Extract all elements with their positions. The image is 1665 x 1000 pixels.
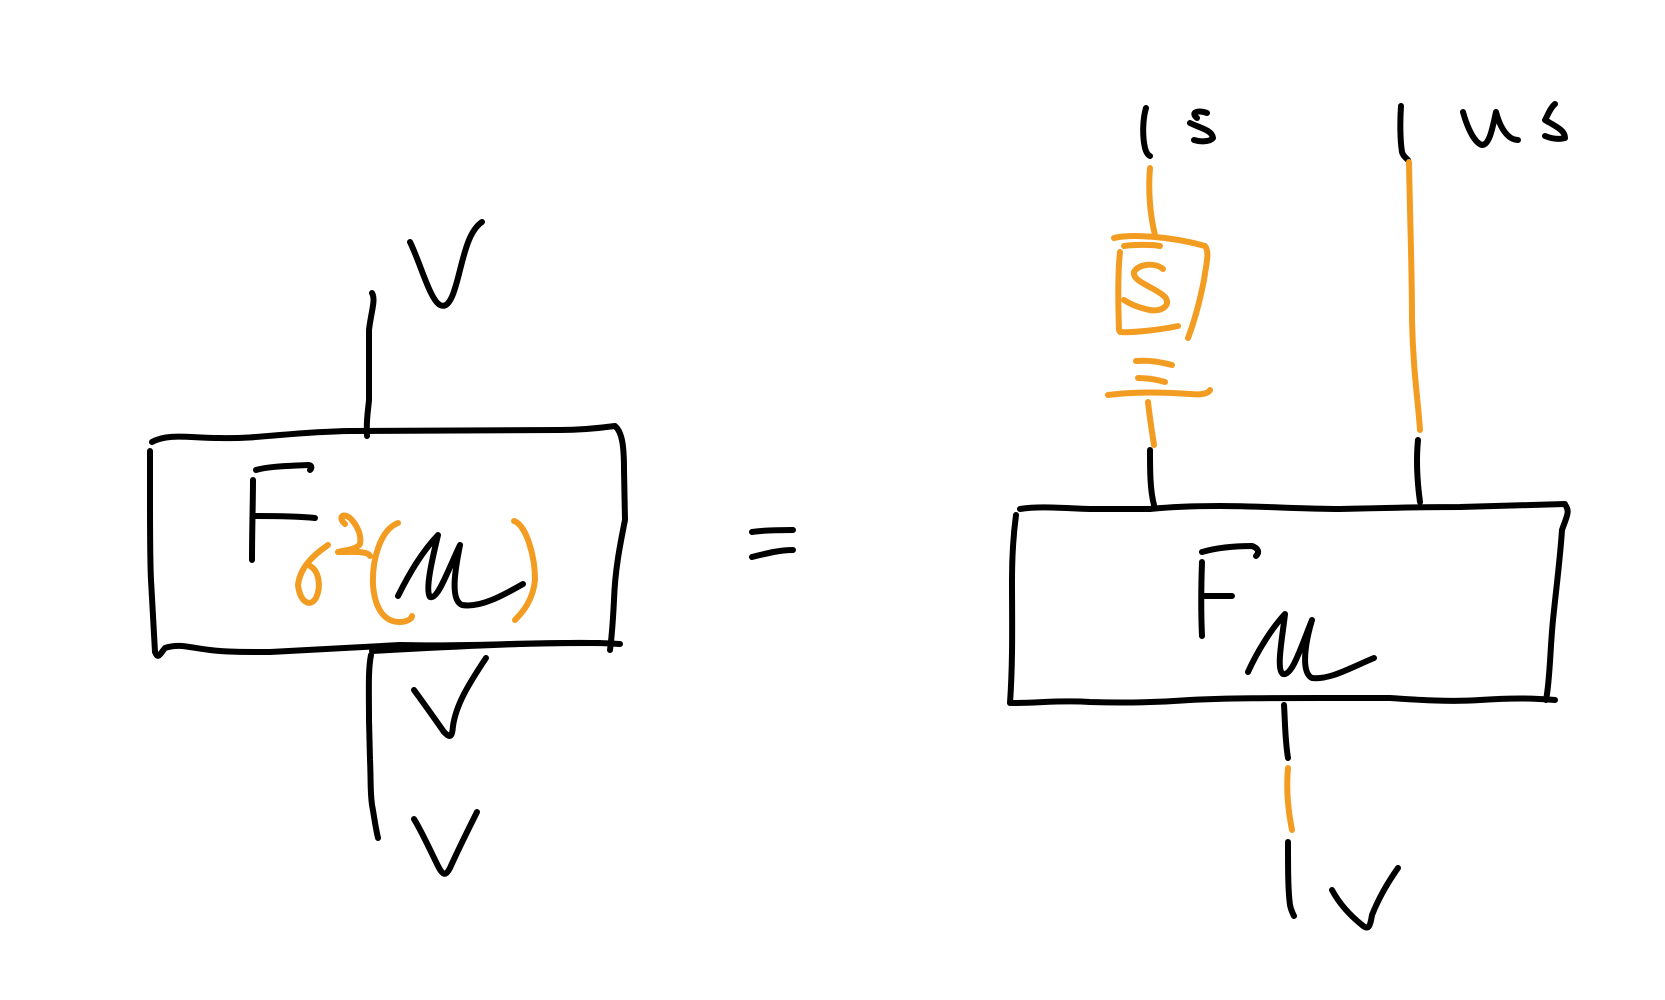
right-F-glyph: [1198, 543, 1262, 639]
right-ws-glyph: [1460, 101, 1568, 148]
right-top-left-wire-bottom-orange: [1145, 399, 1157, 448]
left-paren-close-glyph: [511, 518, 538, 623]
left-top-wire: [363, 290, 377, 439]
right-inner-S-glyph: [1121, 261, 1171, 314]
left-top-v-glyph: [407, 219, 485, 309]
equals-glyph: [749, 527, 796, 560]
right-top-right-wire-bottom: [1413, 437, 1423, 505]
right-top-right-wire-top: [1397, 103, 1411, 163]
left-F-glyph: [249, 462, 318, 563]
right-orange-line-3: [1105, 387, 1213, 398]
right-bottom-wire-bottom: [1285, 839, 1297, 919]
right-diagram: [1007, 101, 1571, 931]
left-bottom-v-glyph-1: [411, 655, 489, 739]
right-bottom-wire-orange: [1284, 765, 1295, 833]
right-top-left-wire-top: [1140, 105, 1153, 159]
left-bottom-wire: [365, 652, 381, 841]
left-paren-open-glyph: [369, 520, 415, 625]
right-top-left-wire-orange: [1146, 165, 1158, 238]
left-box-bottom-edge: [369, 639, 623, 654]
right-M-glyph: [1245, 611, 1377, 682]
right-inner-box: [1111, 233, 1211, 341]
right-bottom-wire-top: [1281, 702, 1291, 761]
left-bottom-v-glyph-2: [411, 809, 480, 877]
right-bottom-v-glyph: [1329, 865, 1401, 931]
right-box: [1007, 501, 1571, 706]
right-top-left-wire-bottom: [1147, 447, 1157, 508]
right-s-glyph: [1187, 108, 1216, 145]
left-M-glyph: [395, 532, 526, 609]
equals-sign: =: [749, 527, 796, 560]
right-top-right-wire-orange: [1406, 159, 1423, 433]
left-diagram: [147, 219, 628, 877]
right-orange-dash-1: [1133, 357, 1175, 368]
left-subscript-s-glyph: [295, 512, 373, 606]
right-orange-dash-2: [1135, 375, 1168, 385]
